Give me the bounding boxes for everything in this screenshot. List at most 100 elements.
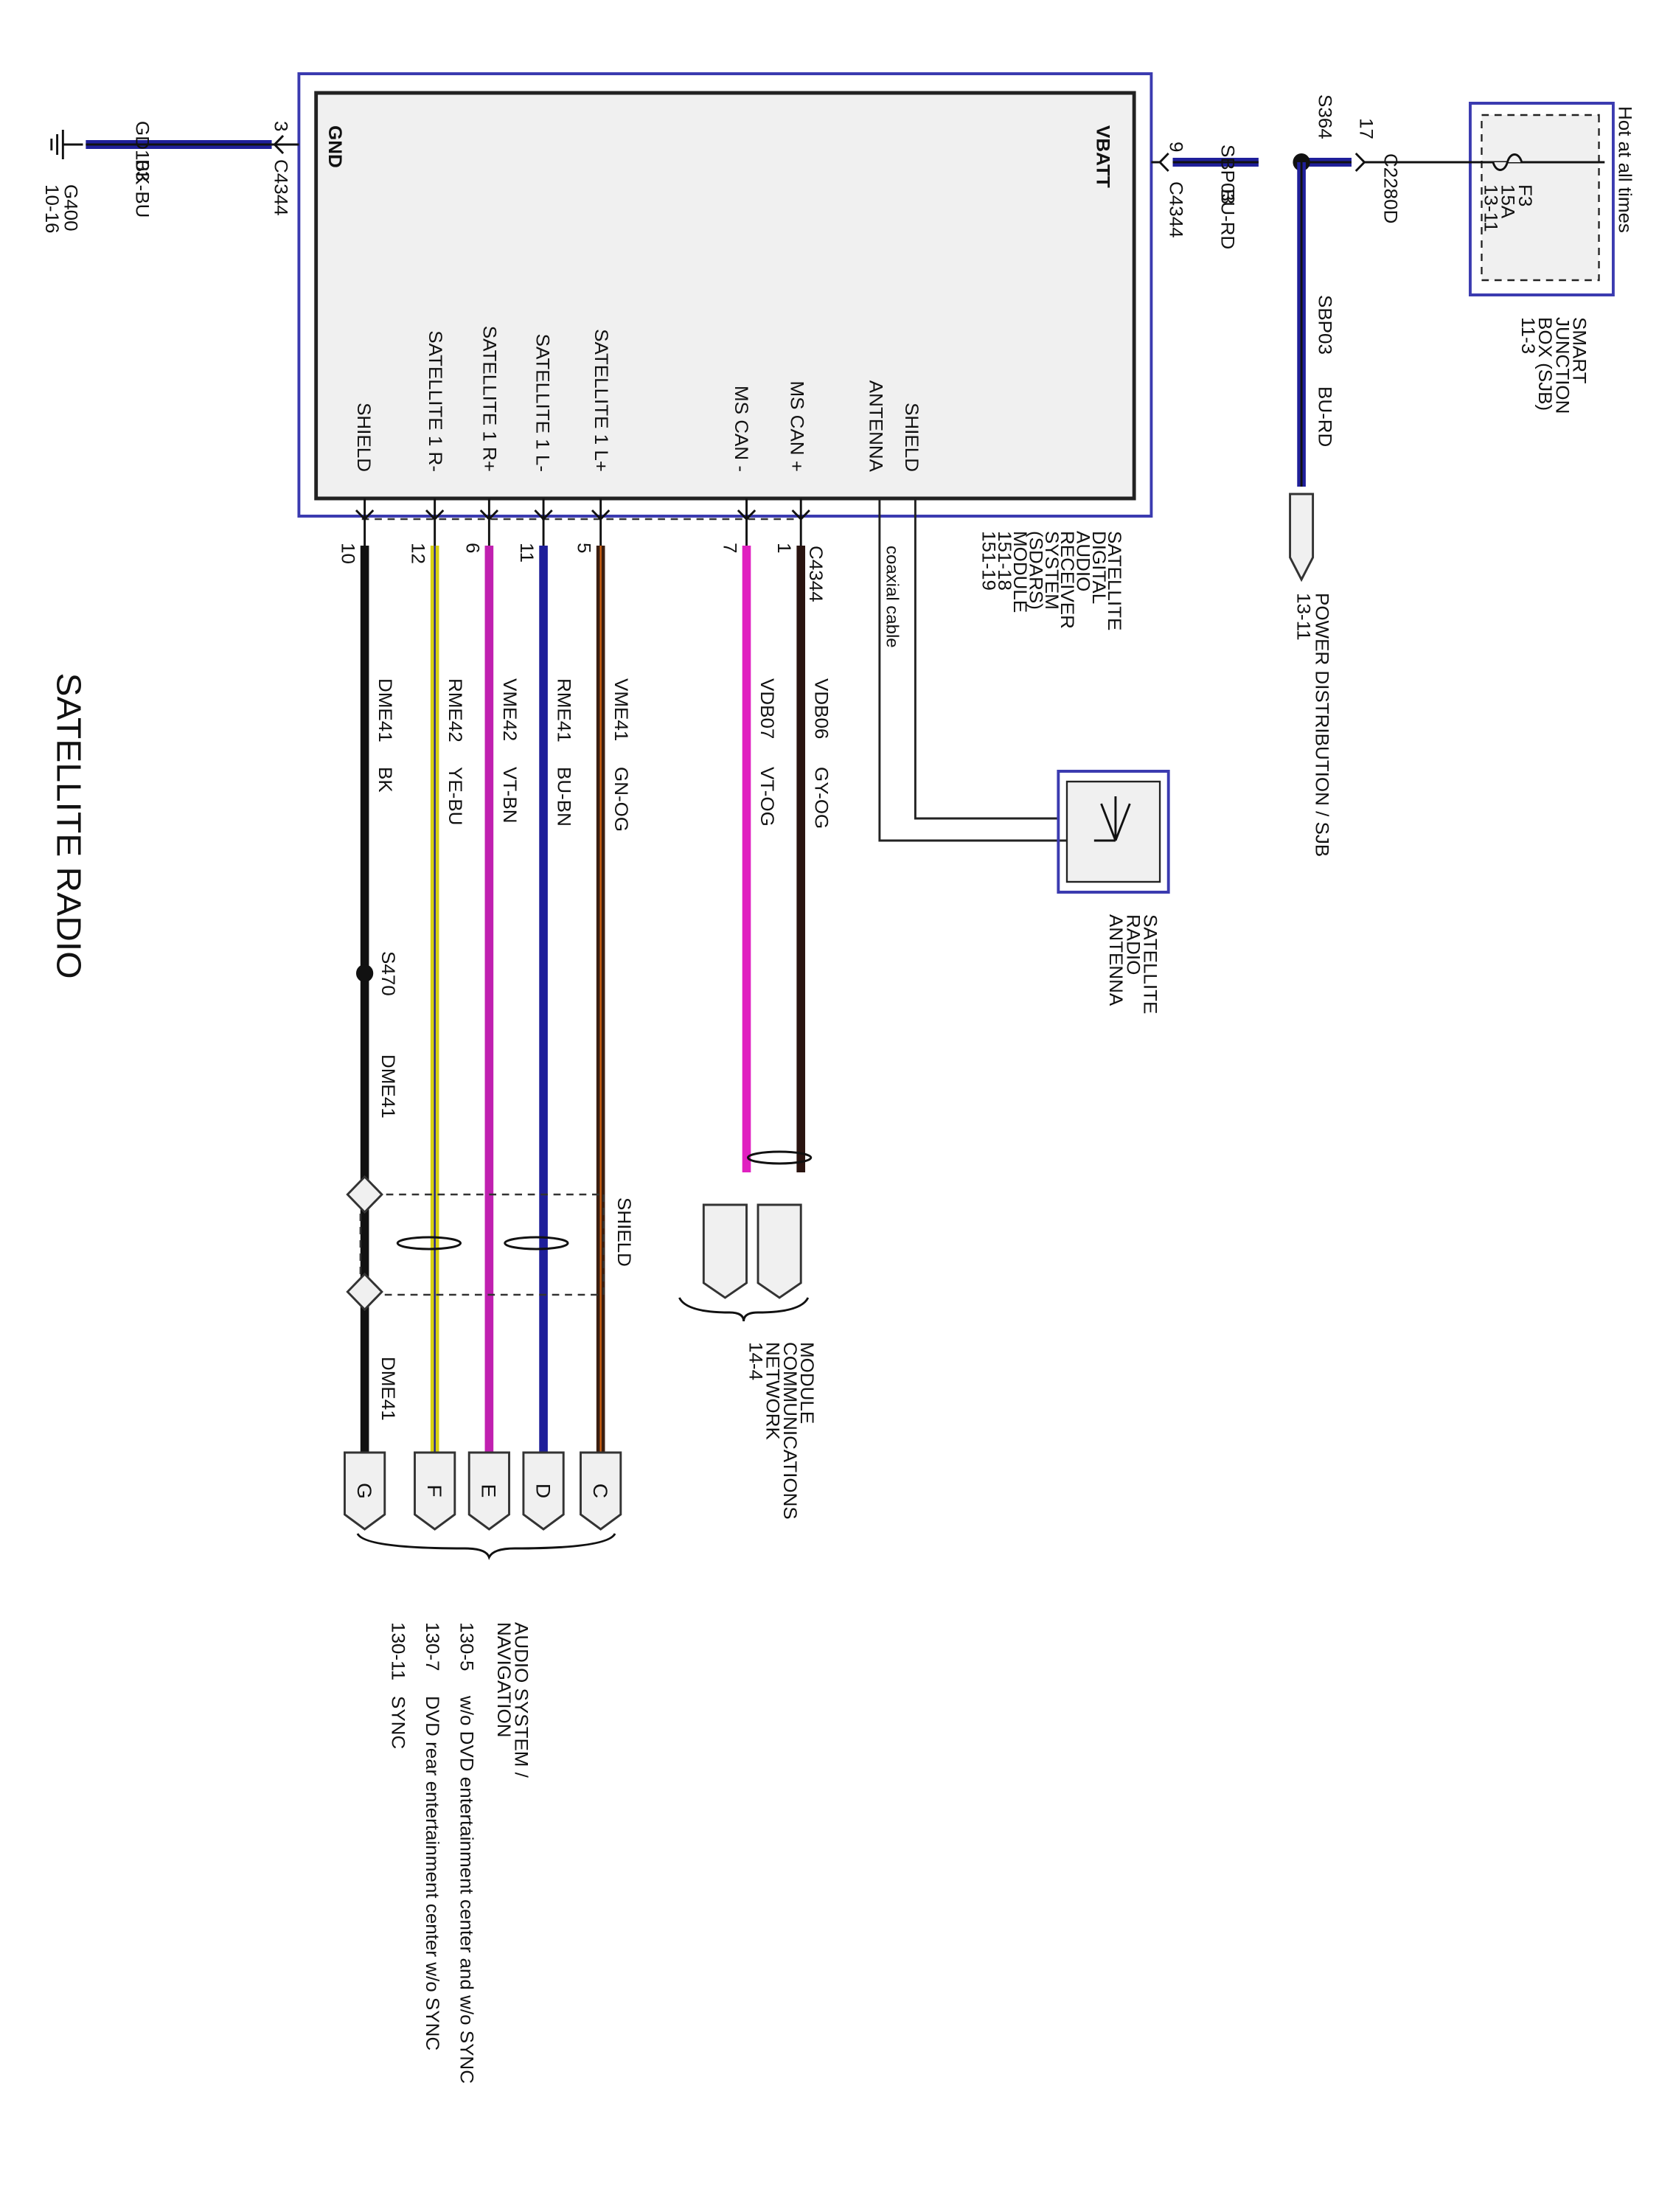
module-outer-border	[297, 72, 1153, 518]
wire-pin-6-color: VT-BN	[499, 767, 520, 824]
module-pin-sat-r-minus: SATELLITE 1 R-	[425, 330, 445, 472]
svg-text:ANTENNA: ANTENNA	[1105, 914, 1126, 1006]
svg-text:AUDIO: AUDIO	[1073, 531, 1093, 591]
ground-pin-number: 3	[271, 121, 291, 131]
shield-enclosure	[359, 1193, 605, 1296]
coaxial-cable-label: coaxial cable	[883, 546, 902, 648]
audio-connector-letter-2: D	[532, 1484, 554, 1498]
audio-connector-letter-4: F	[423, 1484, 446, 1497]
wire-pin-7-color: VT-OG	[757, 767, 777, 827]
svg-text:RECEIVER: RECEIVER	[1057, 531, 1077, 629]
wire-pin-11-circuit: RME41	[554, 678, 574, 742]
module-pin-sat-r-plus: SATELLITE 1 R+	[479, 326, 500, 472]
audio-connector-letter-1: C	[589, 1484, 612, 1498]
twisted-pair-marker-can	[746, 1150, 813, 1165]
power-branch-color: BU-RD	[1314, 386, 1335, 447]
signal-wires: 1VDB06GY-OG7VDB07VT-OG5VME41GN-OG11RME41…	[338, 498, 832, 1453]
svg-text:COMMUNICATIONS: COMMUNICATIONS	[779, 1342, 800, 1520]
audio-ref-1: 130-5	[456, 1622, 477, 1671]
audio-connector-2	[522, 1451, 565, 1531]
svg-text:MODULE: MODULE	[1009, 531, 1030, 613]
wire-pin-7-number: 7	[720, 543, 740, 553]
antenna-body	[1065, 780, 1161, 883]
svg-text:SYSTEM: SYSTEM	[1041, 531, 1062, 610]
module-pin-sat-l-minus: SATELLITE 1 L-	[532, 334, 552, 472]
module-pin-antenna: ANTENNA	[865, 380, 886, 473]
audio-connector-1	[580, 1451, 622, 1531]
coaxial-cable-inner	[914, 498, 1059, 820]
wire-pin-11-color: BU-BN	[554, 767, 574, 827]
svg-text:NAVIGATION: NAVIGATION	[493, 1622, 514, 1737]
network-connector-1	[757, 1203, 802, 1299]
wire-pin-10-circuit: DME41	[375, 678, 395, 742]
svg-text:151-19: 151-19	[978, 531, 999, 591]
wire-pin-5-number: 5	[574, 543, 594, 553]
svg-text:NETWORK: NETWORK	[762, 1342, 783, 1440]
svg-text:AUDIO SYSTEM /: AUDIO SYSTEM /	[510, 1622, 531, 1778]
ground-ref: 10-16	[41, 184, 62, 233]
svg-text:SATELLITE: SATELLITE	[1140, 914, 1161, 1014]
svg-text:(SDARS): (SDARS)	[1026, 531, 1046, 610]
fuse-id: F3	[1514, 184, 1535, 206]
sjb-outer-border	[1469, 102, 1615, 296]
twisted-pair-marker-left	[504, 1236, 569, 1251]
sjb-pin-number: 17	[1356, 118, 1377, 139]
audio-ref-2: 130-7	[422, 1622, 442, 1671]
antenna-outer-border	[1057, 770, 1170, 894]
module-pin-sat-l-plus: SATELLITE 1 L+	[591, 329, 611, 472]
power-distribution-label: POWER DISTRIBUTION / SJB	[1312, 593, 1332, 857]
network-label: MODULE COMMUNICATIONS NETWORK 14-4	[745, 1342, 816, 1520]
shield-label: SHIELD	[613, 1197, 634, 1267]
svg-text:SMART: SMART	[1569, 317, 1590, 384]
svg-text:151-18: 151-18	[994, 531, 1015, 591]
wire-pin-1-color: GY-OG	[811, 767, 832, 829]
shield-drain-diamond-2	[346, 1272, 383, 1312]
power-pin-number: 9	[1166, 142, 1186, 152]
svg-text:DIGITAL: DIGITAL	[1088, 531, 1109, 604]
wire-pin-10-color: BK	[375, 767, 395, 793]
power-wire-color: BU-RD	[1217, 189, 1238, 249]
wire-pin-6-number: 6	[462, 543, 482, 553]
svg-text:RADIO: RADIO	[1123, 914, 1144, 975]
diagram-title: SATELLITE RADIO	[49, 672, 88, 978]
wire-pin-6-circuit: VME42	[499, 678, 520, 741]
connector-c4344-label: C4344	[805, 546, 826, 602]
shield-circuit-a: DME41	[378, 1054, 398, 1119]
svg-text:BOX (SJB): BOX (SJB)	[1534, 317, 1555, 411]
sjb-connector: C2280D	[1380, 153, 1401, 223]
ground-connector: C4344	[271, 159, 291, 216]
wire-pin-11-number: 11	[516, 543, 537, 563]
module-name-label: SATELLITE DIGITAL AUDIO RECEIVER SYSTEM …	[978, 531, 1124, 630]
ground-symbol	[50, 130, 83, 159]
audio-ref-3-desc: SYNC	[388, 1696, 408, 1749]
wire-pin-5-color: GN-OG	[611, 767, 631, 832]
twisted-pair-marker-right	[396, 1236, 462, 1251]
splice-s470	[355, 964, 374, 982]
module-pin-gnd: GND	[324, 125, 345, 168]
sjb-hot-label: Hot at all times	[1615, 106, 1635, 233]
ground-id: G400	[60, 184, 80, 232]
audio-connector-4	[414, 1451, 456, 1531]
svg-text:11-3: 11-3	[1517, 317, 1538, 354]
splice-s364-label: S364	[1314, 94, 1335, 139]
power-connector: C4344	[1166, 181, 1186, 238]
audio-ref-3: 130-11	[388, 1622, 408, 1680]
ground-wire-color: BK-BU	[131, 159, 152, 218]
fuse-rating: 15A	[1498, 184, 1518, 219]
audio-label: AUDIO SYSTEM / NAVIGATION	[493, 1622, 531, 1778]
module-pin-vbatt: VBATT	[1093, 125, 1113, 188]
audio-ref-2-desc: DVD rear entertainment center w/o SYNC	[422, 1696, 442, 2051]
power-pin-arrow	[1158, 152, 1169, 173]
svg-text:SATELLITE: SATELLITE	[1104, 531, 1124, 630]
wire-pin-12-number: 12	[408, 543, 428, 564]
svg-text:14-4: 14-4	[745, 1342, 765, 1380]
splice-s470-label: S470	[378, 951, 398, 996]
shield-circuit-b: DME41	[378, 1357, 398, 1421]
svg-text:JUNCTION: JUNCTION	[1551, 317, 1572, 414]
module-pin-ms-can-plus: MS CAN +	[787, 380, 807, 472]
module-pin-shield-1: SHIELD	[901, 403, 922, 472]
power-circuit: SBP03	[1217, 145, 1238, 204]
audio-connector-letter-5: G	[353, 1483, 376, 1499]
